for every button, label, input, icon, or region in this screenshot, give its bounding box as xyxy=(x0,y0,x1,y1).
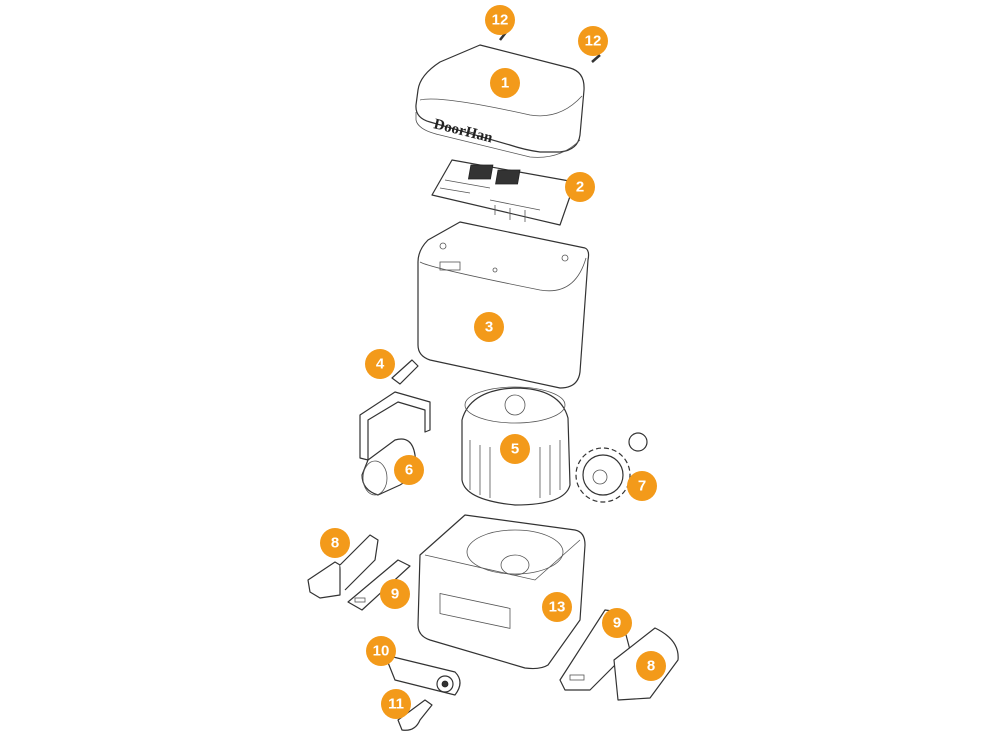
gear-part xyxy=(575,432,648,503)
callout-badge-5: 5 xyxy=(500,434,530,464)
terminal-part xyxy=(391,359,419,385)
svg-text:8: 8 xyxy=(647,658,655,675)
svg-text:2: 2 xyxy=(576,179,584,196)
callout-badge-11: 11 xyxy=(381,689,411,719)
release-lever-part xyxy=(384,654,461,696)
callout-badge-10: 10 xyxy=(366,636,396,666)
callout-badge-7: 7 xyxy=(627,471,657,501)
svg-text:12: 12 xyxy=(492,12,509,29)
svg-text:1: 1 xyxy=(501,75,509,92)
callout-badge-8a: 8 xyxy=(320,528,350,558)
svg-text:9: 9 xyxy=(613,615,621,632)
key-part xyxy=(397,699,433,731)
callout-badge-8b: 8 xyxy=(636,651,666,681)
housing-part xyxy=(417,221,590,389)
callout-badge-6: 6 xyxy=(394,455,424,485)
svg-text:12: 12 xyxy=(585,33,602,50)
svg-text:3: 3 xyxy=(485,319,493,336)
svg-text:4: 4 xyxy=(376,356,385,373)
svg-text:10: 10 xyxy=(373,643,390,660)
svg-text:9: 9 xyxy=(391,586,399,603)
callout-badge-12b: 12 xyxy=(578,26,608,56)
svg-text:5: 5 xyxy=(511,441,519,458)
svg-text:6: 6 xyxy=(405,462,413,479)
bracket-left-part xyxy=(347,559,411,611)
svg-text:11: 11 xyxy=(388,696,404,713)
svg-text:13: 13 xyxy=(549,599,566,616)
callout-badge-9a: 9 xyxy=(380,579,410,609)
capacitor-bracket-part xyxy=(359,391,431,461)
callout-badge-4: 4 xyxy=(365,349,395,379)
cover-part: DoorHan xyxy=(415,44,585,158)
svg-text:7: 7 xyxy=(638,478,646,495)
base-part xyxy=(417,514,586,670)
callout-badge-2: 2 xyxy=(565,172,595,202)
callout-badge-12a: 12 xyxy=(485,5,515,35)
callout-badge-13: 13 xyxy=(542,592,572,622)
svg-text:8: 8 xyxy=(331,535,339,552)
callout-badge-9b: 9 xyxy=(602,608,632,638)
screw-12b xyxy=(591,54,601,63)
callout-badge-3: 3 xyxy=(474,312,504,342)
callout-badge-1: 1 xyxy=(490,68,520,98)
limit-plate-left-part xyxy=(307,534,379,599)
control-board-part xyxy=(431,159,576,226)
